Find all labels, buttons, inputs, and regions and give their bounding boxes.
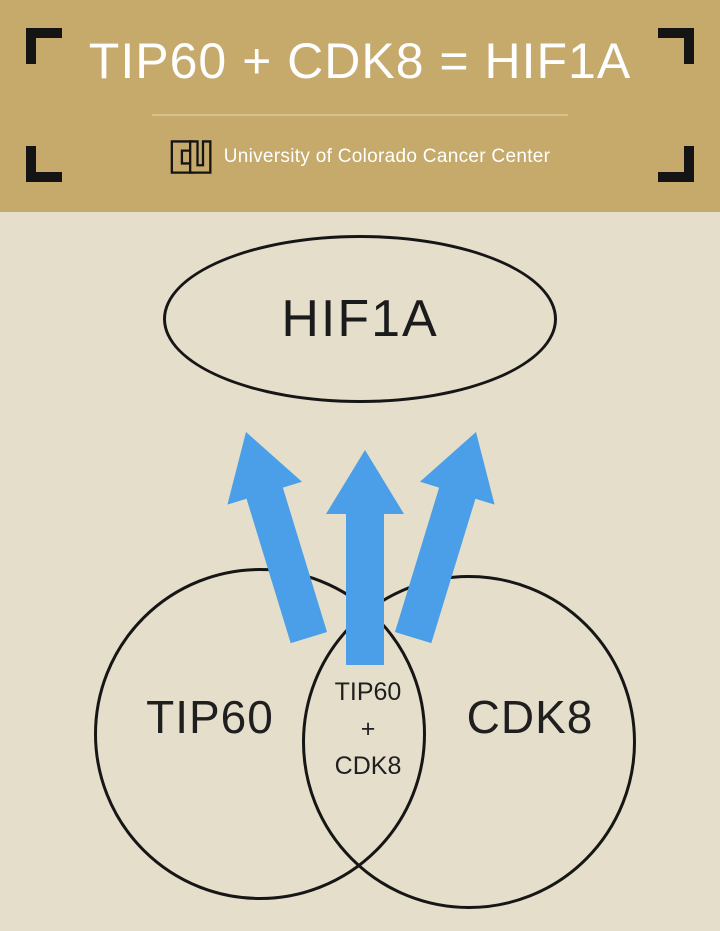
page-title: TIP60 + CDK8 = HIF1A [88, 33, 632, 89]
cdk8-label: CDK8 [466, 691, 594, 743]
overlap-label: TIP60 + CDK8 [306, 674, 430, 785]
overlap-label-line2: + [360, 715, 376, 743]
hif1a-label: HIF1A [281, 290, 439, 348]
hif1a-ellipse: HIF1A [163, 235, 557, 403]
org-name: University of Colorado Cancer Center [223, 146, 551, 167]
tip60-label: TIP60 [146, 691, 274, 743]
corner-bracket-top-right-icon [658, 28, 694, 64]
corner-bracket-bottom-right-icon [658, 146, 694, 182]
header-banner: TIP60 + CDK8 = HIF1A University of Color… [0, 0, 720, 212]
corner-bracket-bottom-left-icon [26, 146, 62, 182]
org-row: University of Colorado Cancer Center [0, 134, 720, 180]
overlap-label-line1: TIP60 [334, 678, 402, 706]
overlap-label-line3: CDK8 [334, 752, 402, 780]
header-divider [152, 114, 568, 116]
corner-bracket-top-left-icon [26, 28, 62, 64]
cu-monogram-icon [170, 138, 214, 176]
